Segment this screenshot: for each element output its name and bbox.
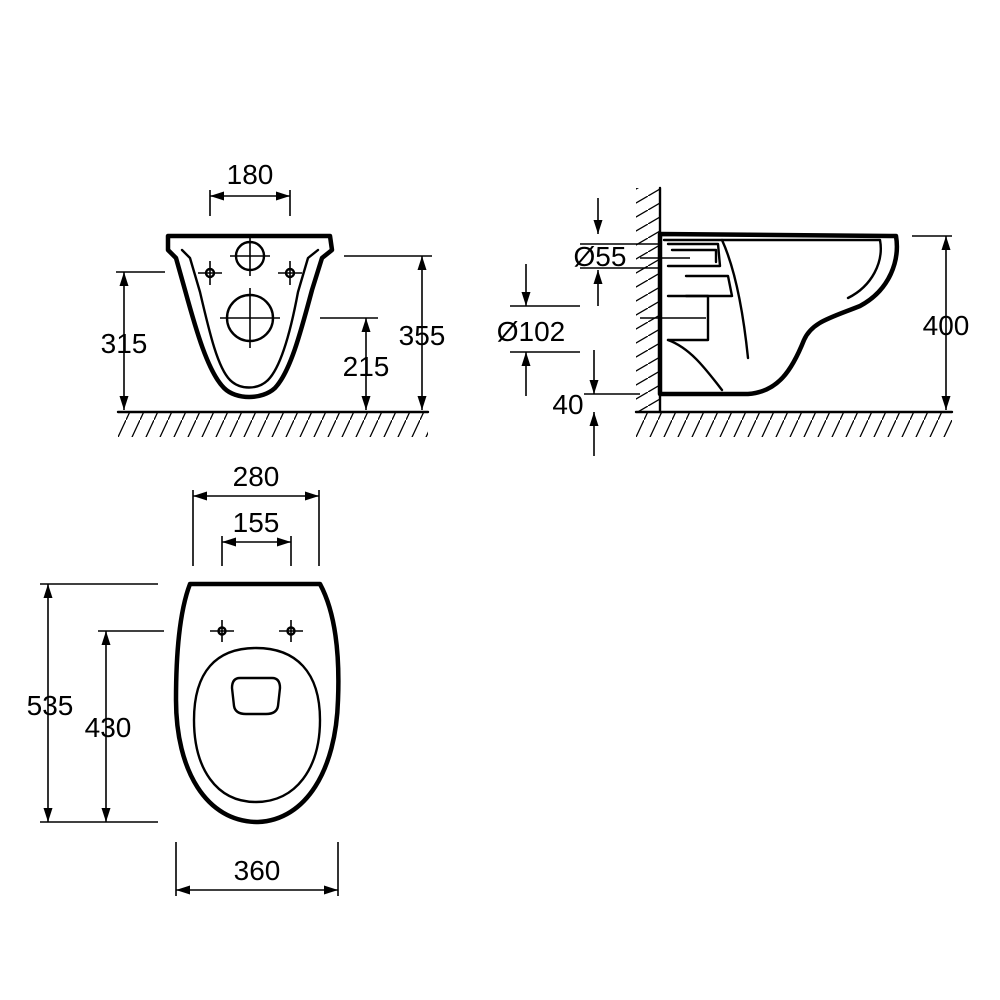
top-dim-155-label: 155 bbox=[233, 507, 280, 538]
side-view: Ø55 Ø102 40 400 bbox=[497, 186, 970, 456]
top-dim-535-label: 535 bbox=[27, 690, 74, 721]
side-dim-d55: Ø55 bbox=[574, 198, 660, 306]
side-dim-d102: Ø102 bbox=[497, 264, 580, 396]
side-dim-40-label: 40 bbox=[552, 389, 583, 420]
front-dim-180-label: 180 bbox=[227, 159, 274, 190]
top-dim-280: 280 bbox=[192, 461, 320, 566]
side-dim-d55-label: Ø55 bbox=[574, 241, 627, 272]
top-bowl-rim bbox=[192, 646, 322, 804]
front-dim-180: 180 bbox=[209, 159, 291, 216]
top-fixing-hole-right-icon bbox=[279, 620, 303, 642]
front-dim-215-label: 215 bbox=[343, 351, 390, 382]
front-waste-hole-icon bbox=[220, 288, 280, 348]
front-fixing-hole-right-icon bbox=[278, 261, 302, 285]
front-fixing-hole-left-icon bbox=[198, 261, 222, 285]
front-dim-315: 315 bbox=[101, 271, 165, 410]
front-inlet-hole-icon bbox=[230, 236, 270, 276]
side-dim-40: 40 bbox=[552, 350, 640, 456]
front-dim-215: 215 bbox=[320, 317, 390, 410]
front-view: 180 315 215 355 bbox=[101, 159, 446, 437]
top-dim-360-label: 360 bbox=[234, 855, 281, 886]
front-dim-355-label: 355 bbox=[399, 320, 446, 351]
top-fixing-hole-left-icon bbox=[210, 620, 234, 642]
side-wall bbox=[636, 186, 662, 414]
top-dim-155: 155 bbox=[221, 507, 292, 566]
front-bowl-outline bbox=[165, 233, 335, 400]
side-dim-d102-label: Ø102 bbox=[497, 316, 566, 347]
top-dim-535: 535 bbox=[27, 583, 158, 823]
front-dim-355: 355 bbox=[344, 255, 446, 410]
top-bowl-outline bbox=[173, 581, 341, 825]
top-dim-360: 360 bbox=[175, 842, 339, 896]
side-floor bbox=[634, 410, 954, 437]
side-dim-400-label: 400 bbox=[923, 310, 970, 341]
top-dim-280-label: 280 bbox=[233, 461, 280, 492]
side-dim-400: 400 bbox=[912, 235, 970, 410]
front-dim-315-label: 315 bbox=[101, 328, 148, 359]
side-bowl-profile bbox=[657, 231, 900, 397]
top-view: 280 155 535 430 bbox=[27, 461, 341, 896]
top-dim-430: 430 bbox=[85, 630, 164, 822]
top-dim-430-label: 430 bbox=[85, 712, 132, 743]
top-outlet-opening bbox=[230, 676, 282, 716]
front-floor bbox=[116, 410, 430, 437]
